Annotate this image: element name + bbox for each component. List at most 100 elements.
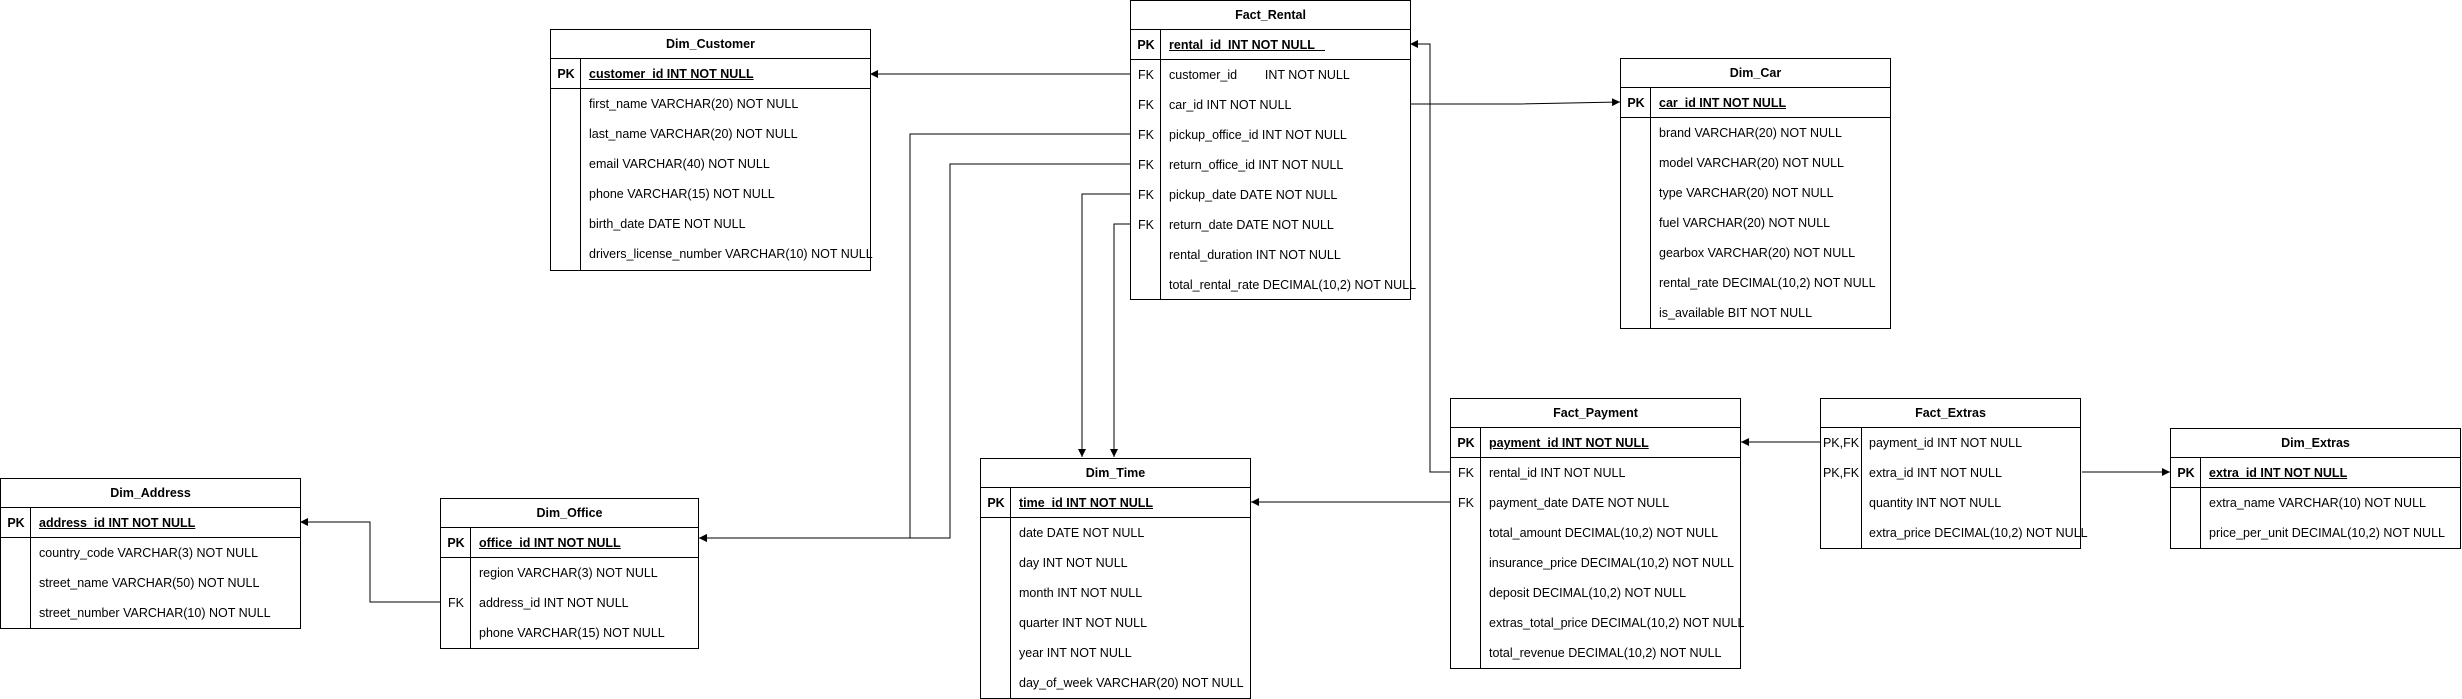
column-row[interactable]: FK payment_date DATE NOT NULL <box>1451 488 1740 518</box>
column-definition: extra_name VARCHAR(10) NOT NULL <box>2209 496 2426 510</box>
column-row[interactable]: street_number VARCHAR(10) NOT NULL <box>1 598 300 628</box>
column-definition: payment_date DATE NOT NULL <box>1489 496 1670 510</box>
key-marker <box>551 89 581 119</box>
key-marker <box>981 638 1011 668</box>
column-row[interactable]: phone VARCHAR(15) NOT NULL <box>441 618 698 648</box>
column-definition: customer_id INT NOT NULL <box>589 67 754 81</box>
column-row[interactable]: day_of_week VARCHAR(20) NOT NULL <box>981 668 1250 698</box>
key-marker: FK <box>1138 188 1154 202</box>
column-row[interactable]: total_revenue DECIMAL(10,2) NOT NULL <box>1451 638 1740 668</box>
key-marker <box>1451 518 1481 548</box>
key-column-divider <box>580 59 581 270</box>
column-row[interactable]: brand VARCHAR(20) NOT NULL <box>1621 118 1890 148</box>
column-row[interactable]: extras_total_price DECIMAL(10,2) NOT NUL… <box>1451 608 1744 638</box>
column-row[interactable]: gearbox VARCHAR(20) NOT NULL <box>1621 238 1890 268</box>
column-row[interactable]: date DATE NOT NULL <box>981 518 1250 548</box>
column-row[interactable]: total_rental_rate DECIMAL(10,2) NOT NULL <box>1131 270 1416 300</box>
column-row[interactable]: phone VARCHAR(15) NOT NULL <box>551 179 870 209</box>
column-row[interactable]: model VARCHAR(20) NOT NULL <box>1621 148 1890 178</box>
key-marker: PK,FK <box>1822 436 1860 450</box>
key-marker: FK <box>1458 496 1474 510</box>
column-row[interactable]: rental_rate DECIMAL(10,2) NOT NULL <box>1621 268 1890 298</box>
rel-rental-return-date <box>1110 223 1130 457</box>
key-marker <box>1621 298 1651 328</box>
entity-title: Dim_Extras <box>2171 429 2460 458</box>
column-row[interactable]: deposit DECIMAL(10,2) NOT NULL <box>1451 578 1740 608</box>
column-row[interactable]: insurance_price DECIMAL(10,2) NOT NULL <box>1451 548 1740 578</box>
column-row[interactable]: country_code VARCHAR(3) NOT NULL <box>1 538 300 568</box>
column-row[interactable]: first_name VARCHAR(20) NOT NULL <box>551 89 870 119</box>
key-marker: PK <box>1457 436 1475 450</box>
key-marker <box>1621 148 1651 178</box>
column-row[interactable]: email VARCHAR(40) NOT NULL <box>551 149 870 179</box>
column-row[interactable]: day INT NOT NULL <box>981 548 1250 578</box>
column-row[interactable]: fuel VARCHAR(20) NOT NULL <box>1621 208 1890 238</box>
column-row[interactable]: type VARCHAR(20) NOT NULL <box>1621 178 1890 208</box>
column-definition: total_revenue DECIMAL(10,2) NOT NULL <box>1489 646 1722 660</box>
key-marker <box>1821 518 1861 548</box>
column-definition: payment_id INT NOT NULL <box>1869 436 2023 450</box>
column-row[interactable]: street_name VARCHAR(50) NOT NULL <box>1 568 300 598</box>
column-definition: extra_id INT NOT NULL <box>2209 466 2348 480</box>
column-row[interactable]: quarter INT NOT NULL <box>981 608 1250 638</box>
column-definition: deposit DECIMAL(10,2) NOT NULL <box>1489 586 1687 600</box>
column-row[interactable]: total_amount DECIMAL(10,2) NOT NULL <box>1451 518 1740 548</box>
column-row[interactable]: last_name VARCHAR(20) NOT NULL <box>551 119 870 149</box>
entity-title: Fact_Payment <box>1451 399 1740 428</box>
column-row[interactable]: month INT NOT NULL <box>981 578 1250 608</box>
column-row[interactable]: PK,FK payment_id INT NOT NULL <box>1821 428 2080 458</box>
column-definition: email VARCHAR(40) NOT NULL <box>589 157 770 171</box>
column-row[interactable]: region VARCHAR(3) NOT NULL <box>441 558 698 588</box>
column-row[interactable]: PK extra_id INT NOT NULL <box>2171 458 2460 488</box>
key-marker <box>981 608 1011 638</box>
key-marker: PK <box>2177 466 2195 480</box>
key-marker <box>1621 178 1651 208</box>
key-marker: PK <box>557 67 575 81</box>
column-row[interactable]: is_available BIT NOT NULL <box>1621 298 1890 328</box>
column-definition: year INT NOT NULL <box>1019 646 1132 660</box>
column-definition: extra_price DECIMAL(10,2) NOT NULL <box>1869 526 2088 540</box>
column-row[interactable]: extra_price DECIMAL(10,2) NOT NULL <box>1821 518 2088 548</box>
key-marker: PK <box>987 496 1005 510</box>
column-row[interactable]: drivers_license_number VARCHAR(10) NOT N… <box>551 239 873 269</box>
column-definition: rental_duration INT NOT NULL <box>1169 248 1341 262</box>
column-row[interactable]: year INT NOT NULL <box>981 638 1250 668</box>
key-marker: PK <box>1627 96 1645 110</box>
column-row[interactable]: quantity INT NOT NULL <box>1821 488 2080 518</box>
key-marker: FK <box>1458 466 1474 480</box>
column-row[interactable]: rental_duration INT NOT NULL <box>1131 240 1410 270</box>
column-definition: birth_date DATE NOT NULL <box>589 217 746 231</box>
column-definition: pickup_office_id INT NOT NULL <box>1169 128 1347 142</box>
column-row[interactable]: PK customer_id INT NOT NULL <box>551 59 870 89</box>
key-marker <box>1131 270 1161 300</box>
column-row[interactable]: extra_name VARCHAR(10) NOT NULL <box>2171 488 2460 518</box>
column-row[interactable]: birth_date DATE NOT NULL <box>551 209 870 239</box>
entity-title: Dim_Office <box>441 499 698 528</box>
column-row[interactable]: price_per_unit DECIMAL(10,2) NOT NULL <box>2171 518 2460 548</box>
key-marker <box>1621 118 1651 148</box>
